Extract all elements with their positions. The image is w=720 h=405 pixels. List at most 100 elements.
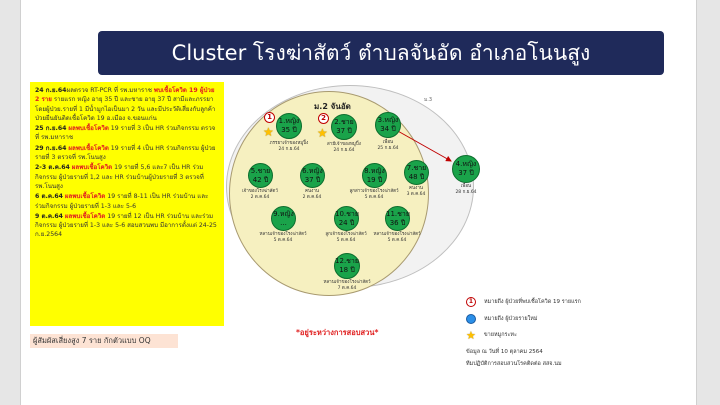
node-age: ... — [280, 218, 287, 227]
node-label: 8.หญิง — [364, 166, 385, 175]
node-caption-text: ภรรยาเจ้าของหมูปิ้ง — [269, 141, 309, 146]
timeline-entry: 6 ต.ค.64 ผลพบเชื้อโควิด 19 รายที่ 8-11 เ… — [35, 192, 219, 211]
node-label: 9.หญิง — [273, 209, 294, 218]
node-label: 3.หญิง — [377, 116, 399, 124]
star-icon: ★ — [466, 328, 476, 342]
risk-contact-note: ผู้สัมผัสเสี่ยงสูง 7 ราย กักตัวแบบ OQ — [30, 334, 178, 348]
legend-text: หมายถึง ผู้ป่วยรายใหม่ — [484, 316, 538, 322]
node-date: 7 ต.ค.64 — [337, 286, 357, 291]
legend-text: ขายหมูกระทะ — [483, 332, 518, 338]
timeline-box: 24 ก.ย.64ผลตรวจ RT-PCR ที่ รพ.มหาราช พบเ… — [30, 82, 224, 326]
investigation-note: *อยู่ระหว่างการสอบสวน* — [296, 328, 379, 337]
star-icon: ★ — [317, 126, 328, 140]
timeline-rest: 19 รายที่ 12 เป็น HR ร่วมบ้าน และร่วมกิจ… — [35, 212, 217, 239]
node-caption: เจ้าของโรงฆ่าสัตว์2 ต.ค.64 — [230, 189, 290, 201]
node-caption: หลานเจ้าของโรงฆ่าสัตว์5 ต.ค.64 — [367, 232, 427, 244]
node-label: 12.ชาย — [335, 257, 359, 265]
node-age: 37 ปี — [304, 175, 321, 184]
timeline-entry: 24 ก.ย.64ผลตรวจ RT-PCR ที่ รพ.มหาราช พบเ… — [35, 86, 219, 123]
node-date: 5 ต.ค.64 — [273, 238, 293, 243]
legend-row-first-case: 1 หมายถึง ผู้ป่วยที่พบเชื้อโควิด 19 รายแร… — [466, 296, 581, 308]
timeline-rest: 19 รายที่ 5,6 และ7 เป็น HR ร่วมกิจกรรม ผ… — [35, 164, 204, 190]
timeline-entry: 2-3 ต.ค.64 ผลพบเชื้อโควิด 19 รายที่ 5,6 … — [35, 163, 219, 191]
page-title: Cluster โรงฆ่าสัตว์ ตำบลจันอัด อำเภอโนนส… — [98, 31, 664, 75]
timeline-entry: 29 ก.ย.64 ผลพบเชื้อโควิด 19 รายที่ 4 เป็… — [35, 144, 219, 163]
legend-text: หมายถึง ผู้ป่วยที่พบเชื้อโควิด 19 รายแรก — [484, 299, 581, 305]
node-label: 5.ชาย — [250, 166, 271, 175]
node-caption: ลูกสาวเจ้าของโรงฆ่าสัตว์5 ต.ค.64 — [344, 189, 404, 201]
timeline-highlight: ผลพบเชื้อโควิด — [64, 193, 106, 201]
node-caption-text: เพื่อน — [460, 184, 472, 189]
node-label: 10.ชาย — [335, 209, 359, 218]
node-date: 2 ต.ค.64 — [302, 195, 322, 200]
case-number-icon: 1 — [466, 297, 476, 307]
case-node-9: 9.หญิง... — [271, 206, 296, 231]
node-age: 36 ปี — [389, 218, 406, 227]
node-age: 35 ปี — [281, 126, 297, 134]
timeline-date: 2-3 ต.ค.64 — [35, 164, 70, 172]
node-caption-text: สามีเจ้าของหมูปิ้ง — [327, 142, 361, 147]
index-case-marker: 2 — [318, 113, 329, 124]
title-text: Cluster โรงฆ่าสัตว์ ตำบลจันอัด อำเภอโนนส… — [171, 40, 591, 65]
timeline-date: 25 ก.ย.64 — [35, 125, 67, 133]
node-date: 2 ต.ค.64 — [250, 195, 270, 200]
timeline-date: 29 ก.ย.64 — [35, 144, 67, 152]
timeline-entry: 25 ก.ย.64 ผลพบเชื้อโควิด 19 รายที่ 3 เป็… — [35, 124, 219, 143]
timeline-date: 6 ต.ค.64 — [35, 193, 63, 201]
timeline-date: 9 ต.ค.64 — [35, 212, 63, 220]
node-date: 25 ก.ย.64 — [377, 146, 399, 151]
node-label: 7.ชาย — [406, 163, 427, 172]
timeline-highlight: พบเชื้อโควิด 19 ผู้ป่วย 2 ราย — [35, 87, 215, 104]
node-caption: หลานเจ้าของโรงฆ่าสัตว์7 ต.ค.64 — [317, 280, 377, 292]
data-date-note: ข้อมูล ณ วันที่ 10 ตุลาคม 2564 — [466, 349, 543, 355]
node-date: 5 ต.ค.64 — [387, 238, 407, 243]
node-date: 24 ก.ย.64 — [278, 147, 300, 152]
node-caption-text: คนงาน — [409, 186, 423, 191]
inner-area-label: ม.2 จันอัด — [314, 102, 351, 111]
timeline-highlight: ผลพบเชื้อโควิด — [64, 212, 106, 220]
node-date: 3 ต.ค.64 — [406, 192, 426, 197]
node-age: 37 ปี — [336, 127, 352, 135]
node-date: 5 ต.ค.64 — [336, 238, 356, 243]
legend-row-new-case: หมายถึง ผู้ป่วยรายใหม่ — [466, 313, 538, 325]
node-age: 18 ปี — [339, 266, 355, 274]
node-label: 2.ชาย — [334, 118, 354, 126]
timeline-highlight: ผลพบเชื้อโควิด — [68, 125, 109, 133]
outer-area-label: ม.3 — [424, 97, 433, 103]
node-caption-text: หลานเจ้าของโรงฆ่าสัตว์ — [259, 232, 307, 237]
node-caption-text: คนงาน — [305, 189, 319, 194]
index-case-marker: 1 — [264, 112, 275, 123]
node-label: 11.ชาย — [386, 209, 410, 218]
timeline-text: ผลตรวจ RT-PCR ที่ รพ.มหาราช — [66, 87, 154, 94]
timeline-rest: รายแรก หญิง อายุ 35 ปี และชาย อายุ 37 ปี… — [35, 96, 216, 122]
node-caption-text: เจ้าของโรงฆ่าสัตว์ — [242, 189, 278, 194]
node-age: 48 ปี — [408, 172, 425, 181]
timeline-highlight: ผลพบเชื้อโควิด — [68, 144, 109, 152]
node-age: 24 ปี — [338, 218, 355, 227]
legend-row-star: ★ ขายหมูกระทะ — [466, 329, 517, 341]
timeline-rest: 19 รายที่ 4 เป็น HR ร่วมกิจกรรม ผู้ป่วยร… — [35, 144, 216, 162]
timeline-rest: 19 รายที่ 3 เป็น HR ร่วมกิจกรรม ตรวจที่ … — [35, 125, 216, 142]
timeline-highlight: ผลพบเชื้อโควิด — [71, 164, 113, 172]
timeline-date: 24 ก.ย.64 — [35, 87, 67, 94]
node-label: 1.หญิง — [278, 117, 300, 125]
timeline-entry: 9 ต.ค.64 ผลพบเชื้อโควิด 19 รายที่ 12 เป็… — [35, 212, 219, 240]
node-age: 37 ปี — [458, 169, 474, 177]
node-caption-text: หลานเจ้าของโรงฆ่าสัตว์ — [373, 232, 421, 237]
node-age: 19 ปี — [366, 175, 383, 184]
node-date: 28 ก.ย.64 — [455, 190, 477, 195]
node-age: 34 ปี — [380, 125, 396, 133]
